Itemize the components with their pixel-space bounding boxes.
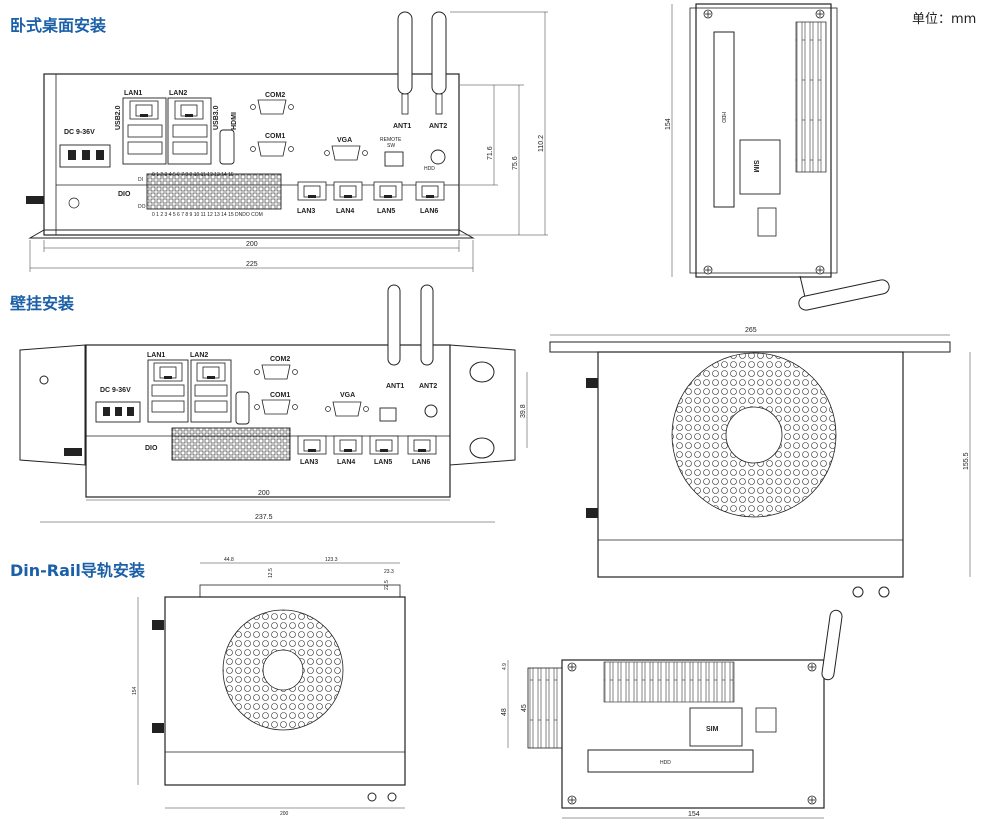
w-dio: DIO xyxy=(145,445,158,452)
dio-label: DIO xyxy=(118,191,131,198)
sw-label: SW xyxy=(387,143,395,149)
wall-front-view: LAN1 LAN2 COM2 COM1 VGA DC 9-36V DIO ANT… xyxy=(19,284,528,523)
lan1-usb-stack xyxy=(122,97,167,165)
lan2-usb-stack xyxy=(167,97,212,165)
di-numbers: 0 1 2 3 4 5 6 7 8 9 10 11 12 13 14 15 xyxy=(152,172,234,178)
lan3-label: LAN3 xyxy=(297,208,315,215)
dim-44-8: 44.8 xyxy=(224,557,234,563)
wall-chassis xyxy=(85,344,451,498)
sma-connector xyxy=(26,196,44,204)
dc-label: DC 9-36V xyxy=(64,129,95,136)
dim-48: 48 xyxy=(501,708,508,716)
com2-label: COM2 xyxy=(265,92,285,99)
vga-label: VGA xyxy=(337,137,352,144)
desktop-chassis xyxy=(43,73,460,236)
w-ant1: ANT1 xyxy=(386,383,404,390)
sim-slot xyxy=(739,139,781,195)
dim-265: 265 xyxy=(745,327,757,334)
hdd-label: HDD xyxy=(720,112,726,123)
ant2-label: ANT2 xyxy=(429,123,447,130)
dim-23-3: 23.3 xyxy=(384,569,394,575)
antenna-1 xyxy=(397,11,413,95)
lan5-label: LAN5 xyxy=(377,208,395,215)
dim-123-3: 123.3 xyxy=(325,557,338,563)
w-lan3: LAN3 xyxy=(300,459,318,466)
desktop-front-view: LAN1 LAN2 COM2 COM1 VGA DC 9-36V DIO REM… xyxy=(26,11,548,272)
hdmi-port xyxy=(219,129,235,165)
din-dim-154: 154 xyxy=(132,686,138,695)
w-ant2: ANT2 xyxy=(419,383,437,390)
dim-12-5: 12.5 xyxy=(268,568,274,578)
top-antenna xyxy=(798,279,890,311)
dim-154: 154 xyxy=(665,118,672,130)
hdmi-label: HDMI xyxy=(231,112,238,130)
lan4-label: LAN4 xyxy=(336,208,354,215)
dim-200: 200 xyxy=(246,241,258,248)
din-sim-label: SIM xyxy=(706,726,719,733)
dim-237-5: 237.5 xyxy=(255,514,273,521)
w-com1: COM1 xyxy=(270,392,290,399)
w-lan5: LAN5 xyxy=(374,459,392,466)
dio-terminal xyxy=(146,173,282,210)
hdd-slot xyxy=(713,31,735,208)
dim-110-2: 110.2 xyxy=(538,135,545,152)
top-view: HDD SIM 154 xyxy=(665,3,890,311)
w-lan1: LAN1 xyxy=(147,352,165,359)
lan2-label: LAN2 xyxy=(169,90,187,97)
title-desktop: 卧式桌面安装 xyxy=(10,16,107,35)
w-dim-200: 200 xyxy=(258,490,270,497)
di-label: DI xyxy=(138,177,143,183)
do-label: DO xyxy=(138,204,146,210)
dim-39-8: 39.8 xyxy=(520,404,527,418)
title-din: Din-Rail导轨安装 xyxy=(10,561,145,580)
dim-4-9: 4.9 xyxy=(502,663,508,670)
din-top-view: SIM HDD 4.9 48 45 154 xyxy=(501,609,843,819)
do-numbers: 0 1 2 3 4 5 6 7 8 9 10 11 12 13 14 15 DN… xyxy=(152,212,263,218)
dim-45: 45 xyxy=(521,704,528,712)
hdd-led-label: HDD xyxy=(424,166,435,172)
remote-label: REMOTE xyxy=(380,137,402,143)
dim-75-6: 75.6 xyxy=(512,156,519,170)
w-lan6: LAN6 xyxy=(412,459,430,466)
w-lan4: LAN4 xyxy=(337,459,355,466)
fan-side-view: 265 155.5 xyxy=(549,327,971,598)
dim-155-5: 155.5 xyxy=(963,452,970,470)
ant1-label: ANT1 xyxy=(393,123,411,130)
antenna-2 xyxy=(431,11,447,95)
usb3-label: USB3.0 xyxy=(213,105,220,130)
din-hdd-label: HDD xyxy=(660,760,671,766)
dim-225: 225 xyxy=(246,261,258,268)
w-vga: VGA xyxy=(340,392,355,399)
lan6-label: LAN6 xyxy=(420,208,438,215)
com1-label: COM1 xyxy=(265,133,285,140)
din-top-dim-154: 154 xyxy=(688,811,700,818)
dim-71-6: 71.6 xyxy=(487,146,494,160)
din-dim-200: 200 xyxy=(280,811,289,817)
sim-label: SIM xyxy=(752,160,759,173)
remote-switch xyxy=(384,151,404,167)
w-dc: DC 9-36V xyxy=(100,387,131,394)
w-lan2: LAN2 xyxy=(190,352,208,359)
w-com2: COM2 xyxy=(270,356,290,363)
lan1-label: LAN1 xyxy=(124,90,142,97)
title-wall: 壁挂安装 xyxy=(10,294,75,313)
unit-label: 单位：mm xyxy=(912,12,977,27)
usb-label: USB2.0 xyxy=(115,105,122,130)
dim-22-5: 22.5 xyxy=(384,580,390,590)
power-button xyxy=(430,149,446,165)
din-fan-view: 44.8 12.5 123.3 23.3 22.5 154 200 xyxy=(132,557,406,817)
